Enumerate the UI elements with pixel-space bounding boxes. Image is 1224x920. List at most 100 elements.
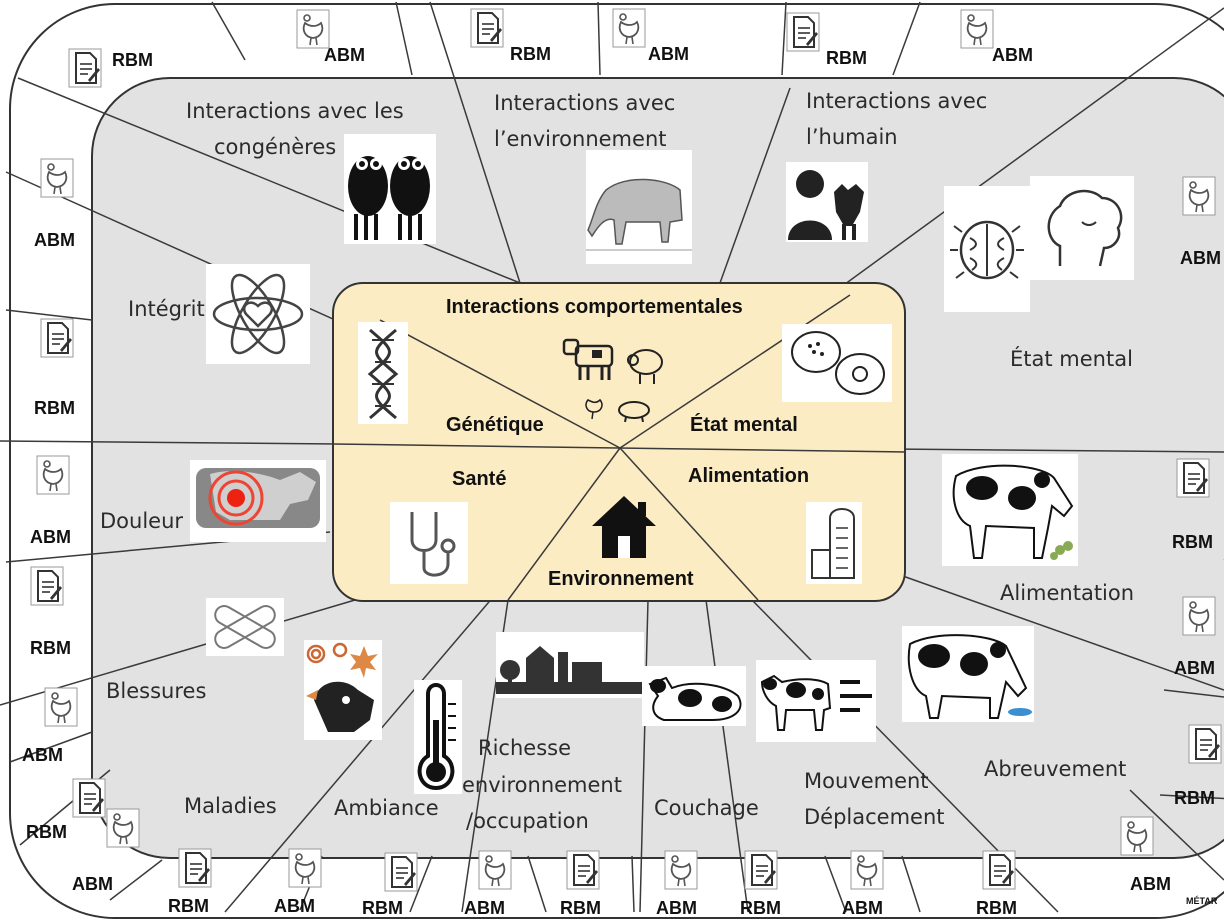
rbm-tag: RBM: [826, 48, 867, 68]
chicken-icon: [296, 9, 330, 54]
chicken-icon: [288, 848, 322, 893]
domain-environment: Environnement: [548, 568, 694, 590]
domain-feeding: Alimentation: [688, 465, 810, 487]
rbm-tag: RBM: [168, 896, 209, 916]
rbm-tag: RBM: [34, 398, 75, 418]
abm-tag: ABM: [72, 874, 113, 894]
thought-bubbles-icon: [782, 324, 892, 402]
criterion-interactions-congeneres-l1: Interactions avec les: [186, 99, 404, 123]
criterion-richesse-l2: environnement: [462, 773, 622, 797]
document-icon: [72, 778, 106, 823]
chicken-icon: [106, 808, 140, 853]
document-icon: [68, 48, 102, 93]
criterion-mouvement-l1: Mouvement: [804, 769, 929, 793]
rbm-tag: RBM: [362, 898, 403, 918]
criterion-integrite: Intégrité: [128, 297, 218, 321]
criterion-etat-mental: État mental: [1010, 347, 1133, 371]
criterion-abreuvement: Abreuvement: [984, 757, 1127, 781]
house-icon: [590, 492, 658, 560]
chicken-icon: [478, 850, 512, 895]
drinking-cow-illustration: [902, 626, 1034, 722]
criterion-interactions-humain-l2: l’humain: [806, 125, 898, 149]
center-title: Interactions comportementales: [446, 296, 743, 318]
central-dividers: [332, 294, 906, 601]
atom-heart-icon: [206, 264, 310, 364]
abm-tag: ABM: [656, 898, 697, 918]
criterion-richesse-l3: /occupation: [466, 809, 589, 833]
criterion-alimentation: Alimentation: [1000, 581, 1135, 605]
document-icon: [470, 8, 504, 53]
abm-tag: ABM: [34, 230, 75, 250]
chicken-icon: [1182, 176, 1216, 221]
chicken-icon: [960, 9, 994, 54]
chicken-icon: [36, 455, 70, 500]
criterion-couchage: Couchage: [654, 796, 759, 820]
abm-tag: ABM: [1130, 874, 1171, 894]
document-icon: [1176, 458, 1210, 503]
farm-silhouette-illustration: [496, 632, 644, 698]
criterion-douleur: Douleur: [100, 509, 184, 533]
domain-health: Santé: [452, 468, 507, 490]
corner-note: MÉTAR: [1186, 896, 1218, 906]
chicken-icon: [582, 394, 606, 420]
rbm-tag: RBM: [560, 898, 601, 918]
criterion-ambiance: Ambiance: [334, 796, 439, 820]
criterion-mouvement-l2: Déplacement: [804, 805, 945, 829]
document-icon: [384, 852, 418, 897]
criterion-interactions-humain-l1: Interactions avec: [806, 89, 988, 113]
document-icon: [1188, 724, 1222, 769]
brain-icon: [944, 186, 1030, 312]
document-icon: [30, 566, 64, 611]
human-cow-icon: [786, 162, 868, 242]
domain-mental: État mental: [690, 414, 798, 436]
chicken-icon: [44, 687, 78, 732]
rbm-tag: RBM: [112, 50, 153, 70]
calm-head-icon: [1030, 176, 1134, 280]
document-icon: [566, 850, 600, 895]
walking-cow-icon: [756, 660, 876, 742]
abm-tag: ABM: [274, 896, 315, 916]
rbm-tag: RBM: [1172, 532, 1213, 552]
chicken-icon: [40, 158, 74, 203]
dna-icon: [358, 322, 408, 424]
rbm-tag: RBM: [1174, 788, 1215, 808]
rbm-tag: RBM: [976, 898, 1017, 918]
document-icon: [982, 850, 1016, 895]
abm-tag: ABM: [992, 45, 1033, 65]
rbm-tag: RBM: [30, 638, 71, 658]
bandage-icon: [206, 598, 284, 656]
sick-cow-illustration: [304, 640, 382, 740]
sheep-icon: [624, 344, 666, 386]
thermometer-icon: [414, 680, 462, 794]
chicken-icon: [1120, 816, 1154, 861]
abm-tag: ABM: [1174, 658, 1215, 678]
rbm-tag: RBM: [26, 822, 67, 842]
pig-icon: [614, 398, 654, 423]
central-block: [332, 282, 906, 602]
stethoscope-icon: [390, 502, 468, 584]
abm-tag: ABM: [464, 898, 505, 918]
sheep-pair-illustration: [344, 134, 436, 244]
criterion-blessures: Blessures: [106, 679, 207, 703]
chicken-icon: [1182, 596, 1216, 641]
grazing-cow-illustration: [942, 454, 1078, 566]
abm-tag: ABM: [648, 44, 689, 64]
criterion-maladies: Maladies: [184, 794, 277, 818]
document-icon: [786, 12, 820, 57]
abm-tag: ABM: [22, 745, 63, 765]
document-icon: [40, 318, 74, 363]
abm-tag: ABM: [324, 45, 365, 65]
abm-tag: ABM: [842, 898, 883, 918]
chicken-icon: [664, 850, 698, 895]
criterion-interactions-environnement-l1: Interactions avec: [494, 91, 676, 115]
silo-icon: [806, 502, 862, 584]
rbm-tag: RBM: [510, 44, 551, 64]
rbm-tag: RBM: [740, 898, 781, 918]
cow-pain-illustration: [190, 460, 326, 542]
criterion-interactions-congeneres-l2: congénères: [214, 135, 337, 159]
lying-cow-illustration: [642, 666, 746, 726]
criterion-interactions-environnement-l2: l’environnement: [494, 127, 667, 151]
grazing-bull-illustration: [586, 150, 692, 264]
document-icon: [744, 850, 778, 895]
